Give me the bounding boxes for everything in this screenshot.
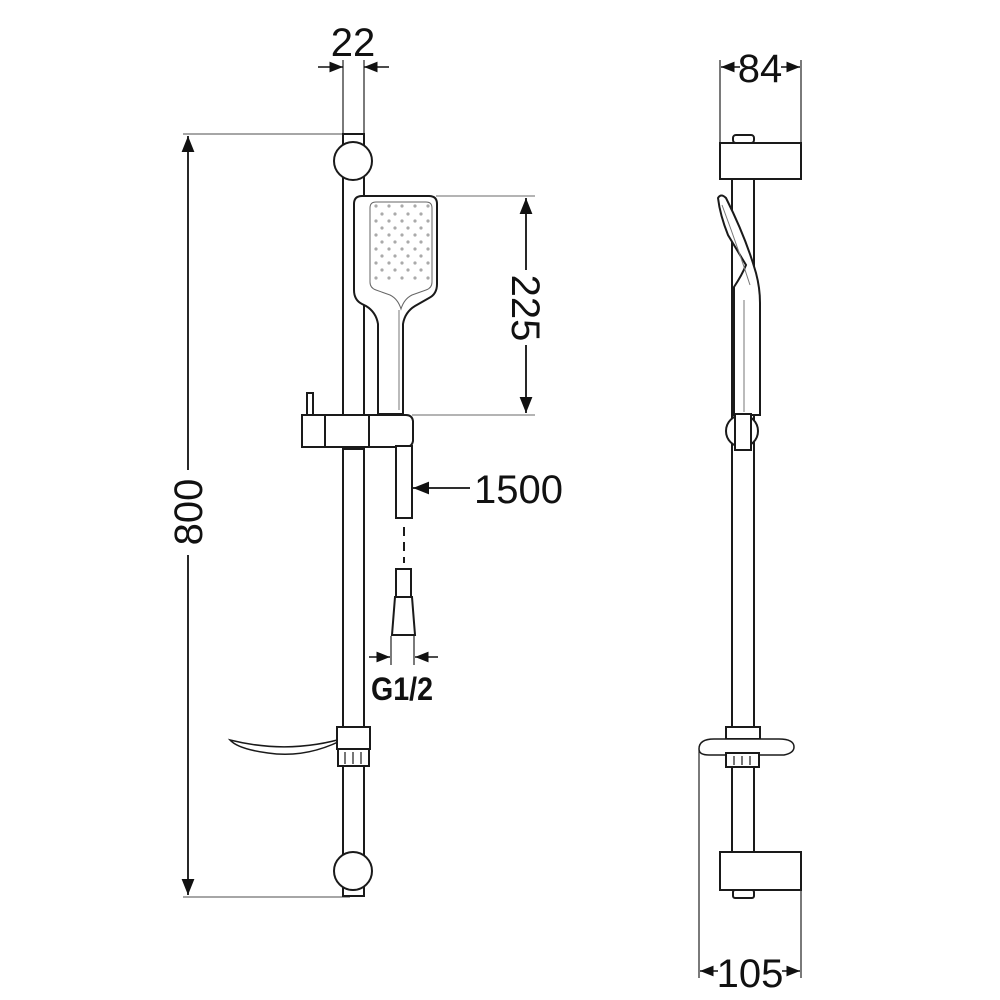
dimension-rail-diameter: 22 [318, 21, 389, 140]
dim-label-1500: 1500 [474, 468, 563, 512]
shower-hose [390, 445, 417, 636]
dimension-top-bracket-depth: 84 [719, 47, 802, 143]
dimension-bottom-bracket-depth: 105 [698, 750, 802, 996]
dim-label-105: 105 [717, 952, 784, 996]
hand-shower [353, 195, 438, 415]
dimension-hose-connection: G1/2 [369, 636, 438, 707]
top-wall-bracket [719, 134, 802, 180]
slide-rail [333, 133, 373, 897]
dimension-hand-shower-length: 225 [412, 195, 547, 416]
hand-shower-side [716, 194, 761, 451]
soap-dish-side [698, 726, 795, 768]
spray-nozzles [374, 204, 430, 280]
side-view: 84 [698, 47, 802, 996]
dim-label-22: 22 [331, 21, 376, 65]
dimension-rail-height: 800 [167, 133, 350, 898]
bottom-wall-bracket [719, 851, 802, 899]
front-view: 22 800 [167, 21, 563, 898]
dim-label-800: 800 [167, 479, 211, 546]
dimension-hose-length: 1500 [413, 468, 563, 512]
dim-label-225: 225 [503, 275, 547, 342]
dim-label-84: 84 [738, 47, 783, 91]
dim-label-g12: G1/2 [371, 671, 433, 707]
soap-dish [227, 726, 371, 767]
